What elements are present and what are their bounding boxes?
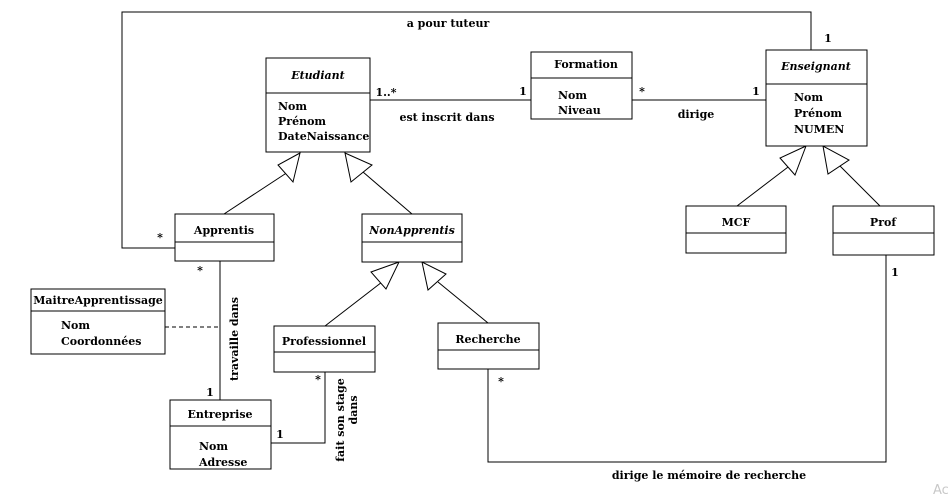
class-entreprise: Entreprise Nom Adresse: [169, 399, 272, 470]
gen-line-apprentis: [223, 171, 289, 215]
class-name: Professionnel: [282, 335, 366, 348]
gen-arrow-nonapprentis-right: [421, 261, 447, 291]
class-name: Enseignant: [780, 60, 851, 73]
class-attribute: Nom: [278, 100, 307, 113]
class-professionnel: Professionnel: [273, 325, 376, 373]
multiplicity-label: *: [157, 231, 163, 244]
assoc-label-stage: fait son stage: [334, 378, 347, 461]
assoc-line-memoire: [487, 255, 887, 463]
class-nonapprentis: NonApprentis: [361, 213, 463, 263]
multiplicity-label: 1: [519, 85, 527, 98]
class-attribute: Nom: [61, 319, 90, 332]
multiplicity-label: 1: [824, 32, 832, 45]
gen-line-professionnel: [324, 281, 383, 327]
gen-line-prof: [837, 163, 881, 207]
watermark-text: Ac: [933, 483, 949, 498]
association-labels: a pour tuteur 1 * est inscrit dans 1..* …: [157, 17, 899, 482]
class-recherche: Recherche: [437, 322, 540, 370]
assoc-line-stage: [271, 371, 326, 444]
class-name: Recherche: [455, 333, 520, 346]
class-formation: Formation Nom Niveau: [530, 51, 633, 120]
class-name: Apprentis: [193, 224, 254, 237]
gen-arrow-etudiant-left: [277, 152, 301, 184]
class-attribute: Nom: [794, 91, 823, 104]
gen-arrow-enseignant-right: [822, 145, 850, 175]
class-mcf: MCF: [685, 205, 787, 254]
gen-line-nonapprentis: [362, 171, 413, 215]
assoc-label-tuteur: a pour tuteur: [407, 17, 490, 30]
class-name: Formation: [554, 58, 618, 71]
class-prof: Prof: [832, 205, 935, 256]
class-name: Etudiant: [290, 69, 345, 82]
class-maitre-apprentissage: MaitreApprentissage Nom Coordonnées: [30, 288, 166, 355]
class-name: Prof: [870, 216, 897, 229]
gen-line-mcf: [736, 163, 793, 207]
class-attribute: DateNaissance: [278, 130, 369, 143]
class-attribute: Coordonnées: [61, 335, 141, 348]
multiplicity-label: *: [639, 85, 645, 98]
class-attribute: NUMEN: [794, 123, 844, 136]
class-attribute: Niveau: [558, 104, 601, 117]
multiplicity-label: *: [315, 373, 321, 386]
class-enseignant: Enseignant Nom Prénom NUMEN: [765, 49, 868, 147]
generalizations: [223, 145, 881, 327]
class-apprentis: Apprentis: [174, 213, 275, 262]
class-attribute: Nom: [558, 89, 587, 102]
class-attribute: Prénom: [794, 107, 842, 120]
assoc-label-stage-line2: dans: [347, 395, 360, 424]
association-lines: [121, 11, 887, 463]
multiplicity-label: 1: [276, 428, 284, 441]
class-attribute: Adresse: [198, 456, 247, 469]
assoc-line-tuteur: [121, 11, 812, 249]
gen-arrow-enseignant-left: [779, 145, 807, 176]
multiplicity-label: 1..*: [375, 86, 396, 99]
gen-arrow-nonapprentis-left: [370, 261, 400, 290]
assoc-label-inscrit: est inscrit dans: [399, 111, 494, 124]
multiplicity-label: 1: [752, 85, 760, 98]
multiplicity-label: *: [498, 375, 504, 388]
multiplicity-label: *: [197, 264, 203, 277]
assoc-label-travaille: travaille dans: [228, 297, 241, 381]
class-name: MaitreApprentissage: [33, 294, 163, 307]
assoc-label-dirige: dirige: [678, 108, 715, 121]
assoc-label-memoire: dirige le mémoire de recherche: [612, 469, 806, 482]
gen-line-recherche: [437, 281, 489, 324]
multiplicity-label: 1: [206, 386, 214, 399]
class-etudiant: Etudiant Nom Prénom DateNaissance: [265, 57, 371, 153]
class-attribute: Prénom: [278, 115, 326, 128]
class-name: MCF: [722, 216, 751, 229]
class-attribute: Nom: [199, 440, 228, 453]
class-name: Entreprise: [187, 408, 252, 421]
class-name: NonApprentis: [368, 224, 455, 237]
multiplicity-label: 1: [891, 266, 899, 279]
gen-arrow-etudiant-right: [344, 152, 373, 183]
